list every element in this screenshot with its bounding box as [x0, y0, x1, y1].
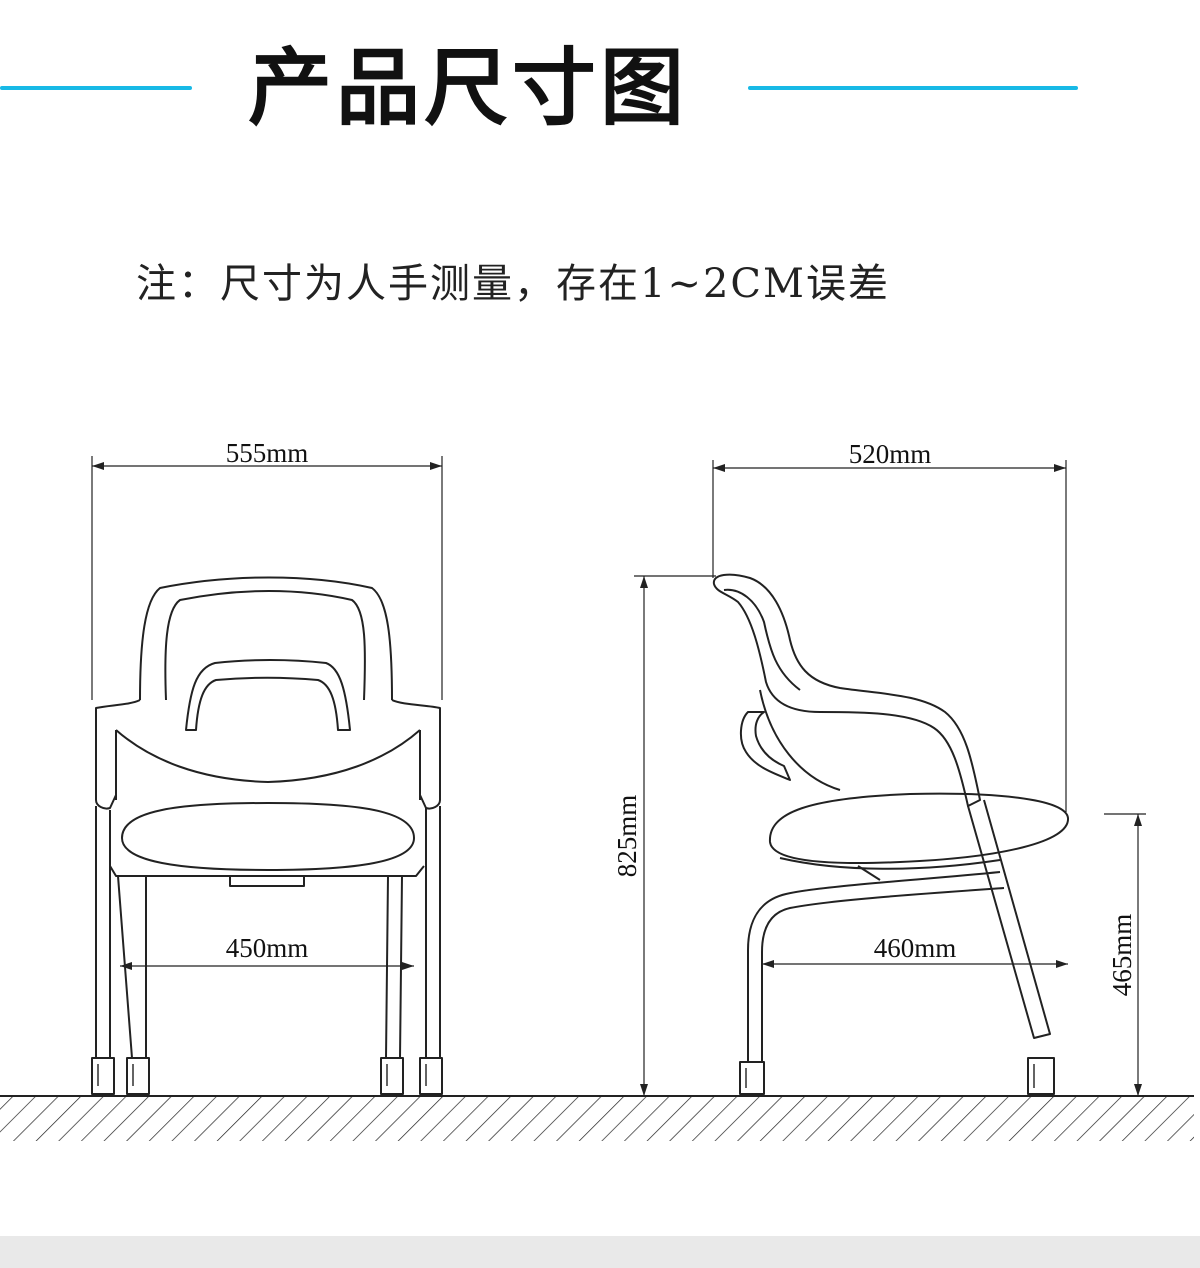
- front-leg-span-dimension: [120, 962, 414, 970]
- left-accent-line: [0, 86, 192, 90]
- side-depth-dimension: [712, 460, 1067, 812]
- total-height-dimension: [634, 575, 716, 1096]
- seat-height-label: 465mm: [1107, 914, 1137, 997]
- ground: [0, 1095, 1194, 1141]
- measurement-note: 注：尺寸为人手测量，存在1~2CM误差: [136, 261, 890, 307]
- total-height-label: 825mm: [612, 795, 642, 878]
- front-width-dimension: [91, 456, 443, 700]
- right-accent-line: [748, 86, 1078, 90]
- side-leg-span-label: 460mm: [874, 933, 957, 963]
- side-leg-span-dimension: [762, 960, 1068, 968]
- side-view-chair: [712, 573, 1070, 1095]
- page-title: 产品尺寸图: [247, 38, 688, 137]
- front-view-chair: [91, 576, 443, 1095]
- bottom-band: [0, 1236, 1200, 1268]
- front-width-label: 555mm: [226, 438, 309, 468]
- side-depth-label: 520mm: [849, 439, 932, 469]
- seat-height-dimension: [1104, 813, 1146, 1096]
- front-leg-span-label: 450mm: [226, 933, 309, 963]
